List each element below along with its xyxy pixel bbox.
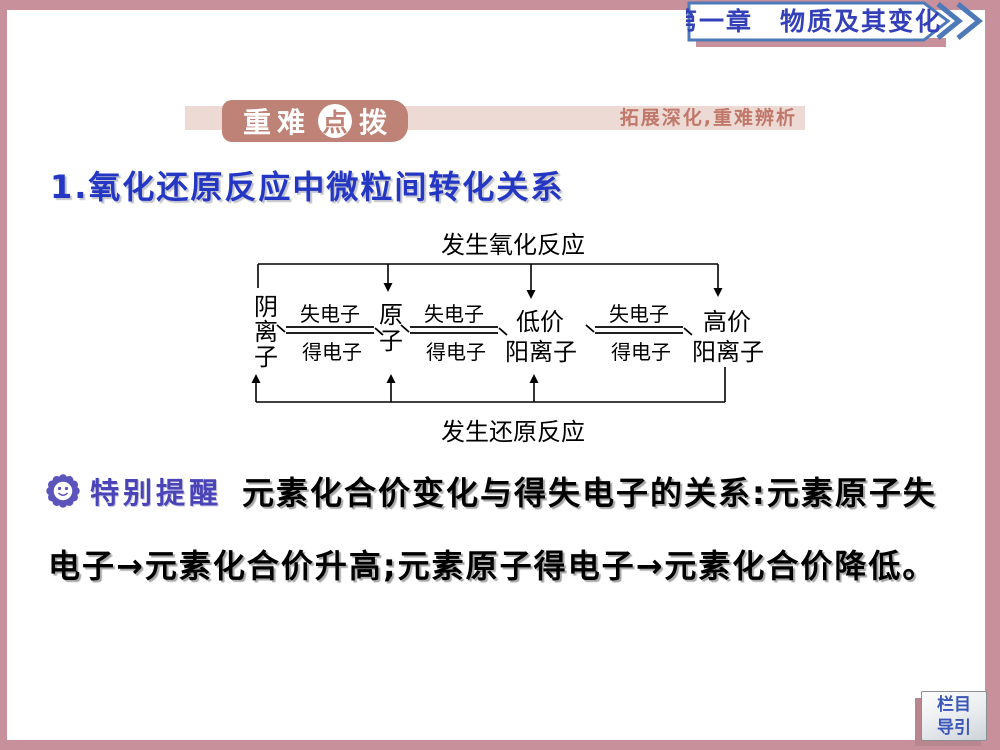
nav-button-line1: 栏目 [937,695,971,715]
down-arrow-icon [383,283,393,292]
section-banner-tagline: 拓展深化,重难辨析 [619,107,797,129]
harpoon-backward-barb [276,324,286,333]
chevron-right-icon [956,2,983,40]
remark-text-line2: 电子→元素化合价升高;元素原子得电子→元素化合价降低。 [48,547,937,585]
badge-circle-char: 点 [322,108,348,137]
up-arrow-icon [386,374,396,383]
edge-label-lose-electron: 失电子 [424,302,484,326]
column-guide-button[interactable]: 栏目 导引 [921,691,987,741]
remark-label: 特别提醒 [90,476,223,510]
chapter-tab-shadow [696,38,946,47]
edge-label-gain-electron: 得电子 [302,340,362,364]
node-highvalence-line1: 高价 [703,308,751,336]
chevron-right-icon [936,2,963,40]
smiley-flower-icon [46,474,80,508]
edge-label-lose-electron: 失电子 [300,302,360,326]
chapter-tab-box [687,1,951,42]
node-highvalence-line2: 阳离子 [692,338,764,366]
node-anion-char3: 子 [254,343,278,371]
harpoon-forward-barb [683,327,693,336]
up-arrow-icon [529,374,539,383]
nav-button-line2: 导引 [937,718,971,738]
badge-circle: 点 [318,104,352,138]
node-atom-char1: 原 [379,301,403,329]
badge-text-left: 重难 [242,106,311,139]
remark-text-line1: 元素化合价变化与得失电子的关系:元素原子失 [242,474,937,512]
node-lowvalence-line2: 阳离子 [505,338,577,366]
up-arrow-icon [251,374,261,383]
node-anion-char2: 离 [254,318,278,346]
page-title: 1.氧化还原反应中微粒间转化关系 [50,168,565,206]
edge-label-gain-electron: 得电子 [426,340,486,364]
node-lowvalence-line1: 低价 [516,308,564,336]
conversion-diagram: 发生氧化反应 阴 离 子 失电子 得电子 原 子 失电子 得电子 低价 阳离子 [251,231,764,446]
diagram-bottom-label: 发生还原反应 [441,418,585,446]
node-anion-char1: 阴 [254,293,278,321]
node-atom-char2: 子 [379,327,403,355]
remark-line-1: 特别提醒 元素化合价变化与得失电子的关系:元素原子失 [44,468,937,514]
page-frame-right [985,0,1000,750]
diagram-top-label: 发生氧化反应 [441,231,585,259]
page-frame-bottom [0,740,1000,750]
section-banner-badge: 重难 点 拨 [222,100,408,142]
chapter-title: 第一章 物质及其变化 [686,7,942,36]
down-arrow-icon [526,290,536,299]
badge-text-right: 拨 [359,106,394,139]
edge-label-gain-electron: 得电子 [611,340,671,364]
page-frame-top [0,0,1000,10]
harpoon-backward-barb [585,324,595,333]
harpoon-forward-barb [374,327,384,336]
harpoon-backward-barb [400,324,410,333]
page-frame-left [0,0,7,750]
chapter-tab[interactable]: 第一章 物质及其变化 [686,0,998,52]
harpoon-forward-barb [498,327,508,336]
down-arrow-icon [713,288,723,297]
edge-label-lose-electron: 失电子 [609,302,669,326]
